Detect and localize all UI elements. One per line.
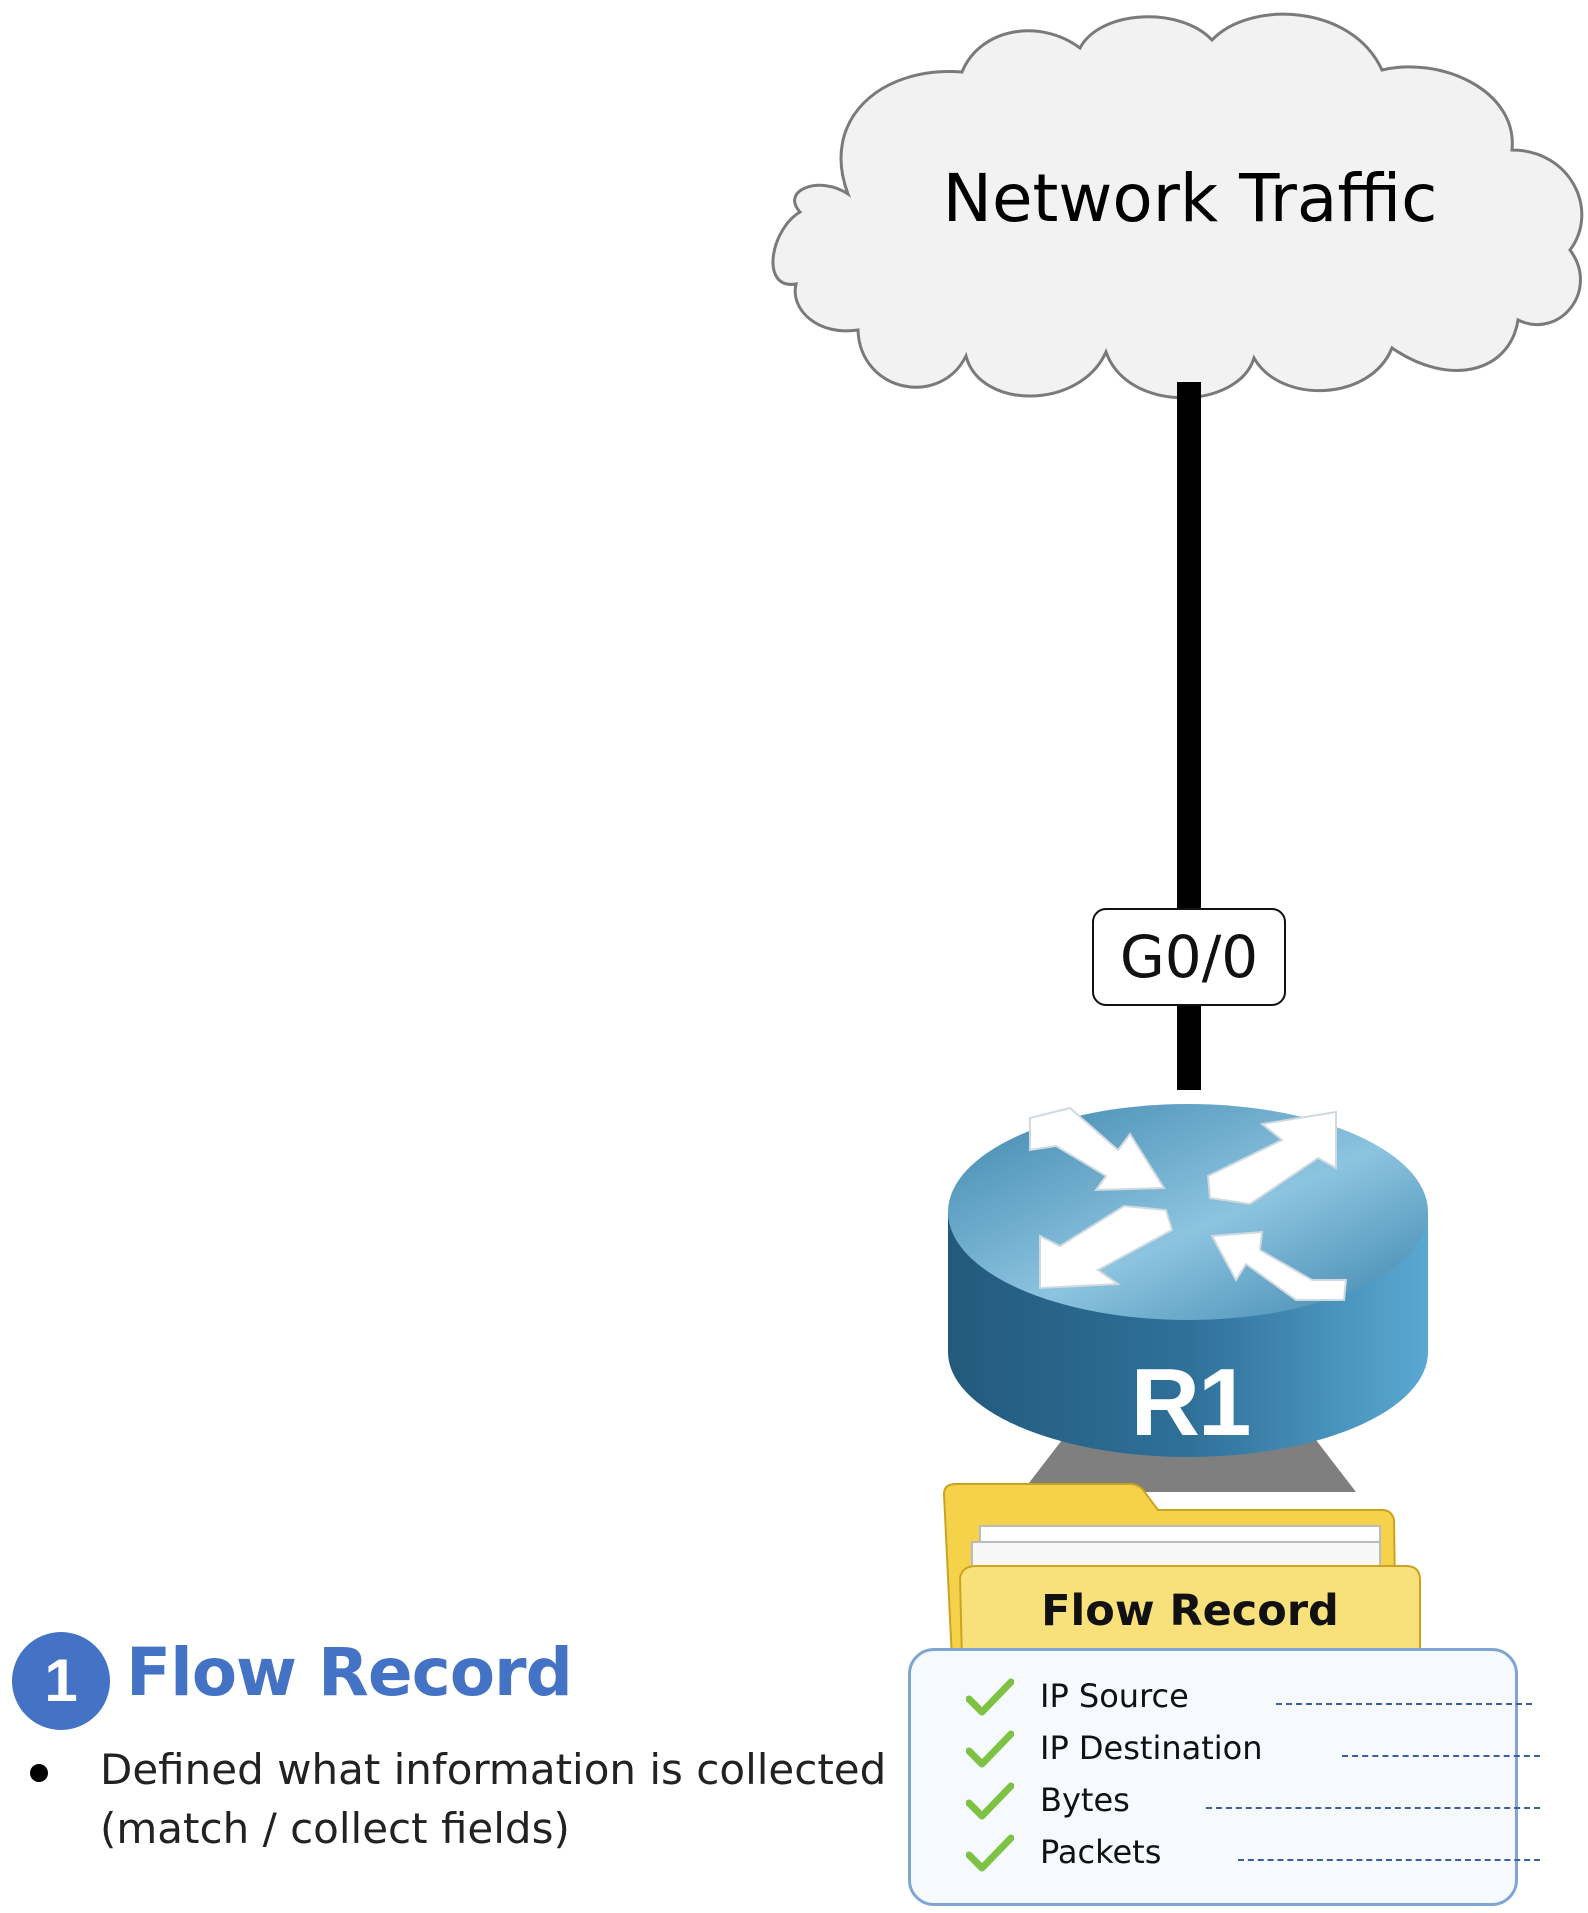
bullet-icon [30,1764,48,1782]
checkmark-icon [966,1730,1014,1768]
field-row: IP Destination [966,1725,1540,1771]
cloud-shape [771,12,1584,400]
checkmark-icon [966,1678,1014,1716]
field-label: Packets [1040,1833,1162,1871]
folder-label: Flow Record [1041,1586,1339,1636]
field-line [1342,1755,1540,1757]
field-line [1276,1703,1532,1705]
step-title: Flow Record [126,1634,573,1711]
field-row: Packets [966,1829,1540,1875]
port-label: G0/0 [1092,908,1286,1006]
field-label: IP Source [1040,1677,1189,1715]
field-line [1238,1859,1540,1861]
router-icon [948,1104,1428,1492]
folder-icon [942,1483,1421,1661]
checkmark-icon [966,1782,1014,1820]
field-line [1206,1807,1540,1809]
field-label: IP Destination [1040,1729,1263,1767]
checkmark-icon [966,1834,1014,1872]
step-description: Defined what information is collected (m… [100,1745,887,1853]
step-number-badge: 1 [12,1632,110,1730]
field-row: IP Source [966,1673,1532,1719]
field-row: Bytes [966,1777,1540,1823]
router-label: R1 [1130,1349,1252,1456]
cloud-label: Network Traffic [942,160,1438,237]
flow-record-card: IP Source IP Destination Bytes Packets [908,1648,1540,1906]
field-label: Bytes [1040,1781,1130,1819]
